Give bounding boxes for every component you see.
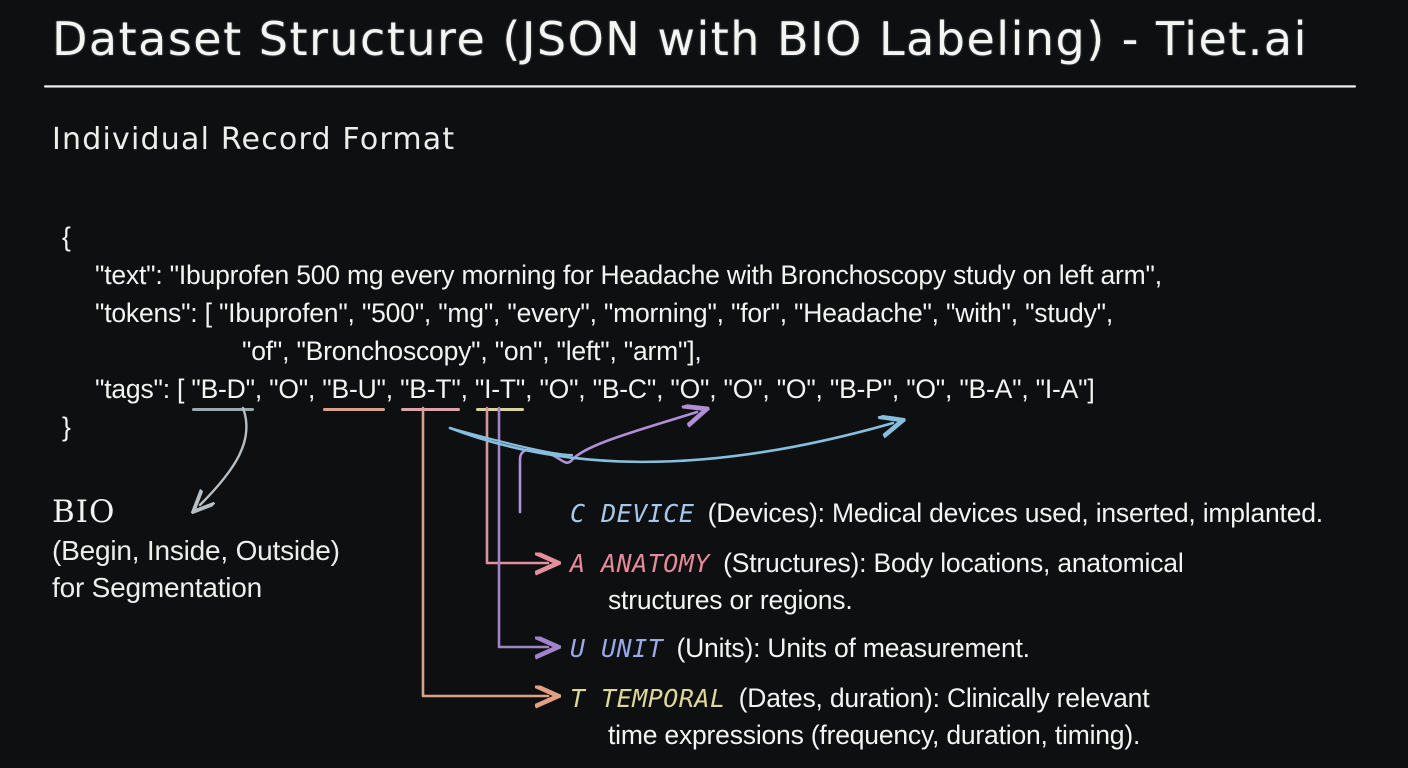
json-open-brace: { [62, 222, 71, 252]
bio-legend-line2: (Begin, Inside, Outside) [52, 535, 340, 566]
legend-code-temporal: T TEMPORAL [570, 684, 726, 713]
json-text-key: "text": [95, 260, 170, 290]
legend-row-anatomy: A ANATOMY (Structures): Body locations, … [570, 545, 1184, 619]
json-tokens-key: "tokens": [ [95, 298, 219, 328]
json-tag-13: "I-A" [1035, 374, 1088, 404]
json-tag-2: "B-U" [322, 370, 386, 411]
json-text-value: "Ibuprofen 500 mg every morning for Head… [169, 260, 1162, 290]
json-record-block: { "text": "Ibuprofen 500 mg every mornin… [62, 218, 1162, 446]
json-tag-6: "B-C" [592, 374, 657, 404]
title-divider [44, 85, 1356, 88]
json-tag-7: "O" [670, 374, 710, 404]
json-tags-key: "tags": [ [95, 374, 192, 404]
legend-code-device: C DEVICE [570, 499, 695, 528]
legend-code-unit: U UNIT [570, 634, 664, 663]
json-tag-1: "O" [269, 374, 308, 404]
json-tag-11: "O" [906, 374, 946, 404]
wire-bu-to-temporal [421, 406, 548, 696]
json-close-brace: } [62, 412, 71, 442]
json-tag-3: "B-T" [400, 370, 461, 411]
json-tags-list: "B-D", "O", "B-U", "B-T", "I-T", "O", "B… [191, 374, 1088, 411]
json-tag-5: "O" [539, 374, 579, 404]
page-title: Dataset Structure (JSON with BIO Labelin… [52, 12, 1308, 66]
json-line-tokens-cont: "of", "Bronchoscopy", "on", "left", "arm… [242, 336, 702, 366]
json-tag-4: "I-T" [475, 370, 525, 411]
legend-desc-anatomy: (Structures): Body locations, anatomical [715, 548, 1184, 578]
json-tag-12: "B-A" [959, 374, 1022, 404]
legend-desc-anatomy-cont: structures or regions. [608, 585, 853, 615]
legend-desc-device: (Devices): Medical devices used, inserte… [700, 498, 1324, 528]
legend-row-device: C DEVICE (Devices): Medical devices used… [570, 495, 1323, 532]
json-line-text: "text": "Ibuprofen 500 mg every morning … [62, 256, 1162, 294]
legend-desc-temporal-cont: time expressions (frequency, duration, t… [608, 720, 1141, 750]
bio-legend-title: BIO [52, 494, 116, 530]
json-line-tags: "tags": [ "B-D", "O", "B-U", "B-T", "I-T… [62, 370, 1162, 411]
json-tags-close: ] [1087, 374, 1095, 404]
legend-code-anatomy: A ANATOMY [570, 549, 710, 578]
legend-desc-unit: (Units): Units of measurement. [669, 633, 1030, 663]
bio-legend: BIO (Begin, Inside, Outside) for Segment… [52, 492, 340, 606]
legend-row-unit: U UNIT (Units): Units of measurement. [570, 630, 1030, 667]
legend-desc-temporal: (Dates, duration): Clinically relevant [731, 683, 1150, 713]
bio-legend-line3: for Segmentation [52, 572, 263, 603]
json-tag-9: "O" [776, 374, 816, 404]
json-tokens-part1: "Ibuprofen", "500", "mg", "every", "morn… [218, 298, 1113, 328]
section-subtitle: Individual Record Format [52, 122, 456, 157]
json-tag-0: "B-D" [191, 370, 255, 411]
json-line-tokens: "tokens": [ "Ibuprofen", "500", "mg", "e… [62, 294, 1162, 332]
json-tag-8: "O" [723, 374, 763, 404]
legend-row-temporal: T TEMPORAL (Dates, duration): Clinically… [570, 680, 1150, 754]
json-tag-10: "B-P" [829, 374, 892, 404]
